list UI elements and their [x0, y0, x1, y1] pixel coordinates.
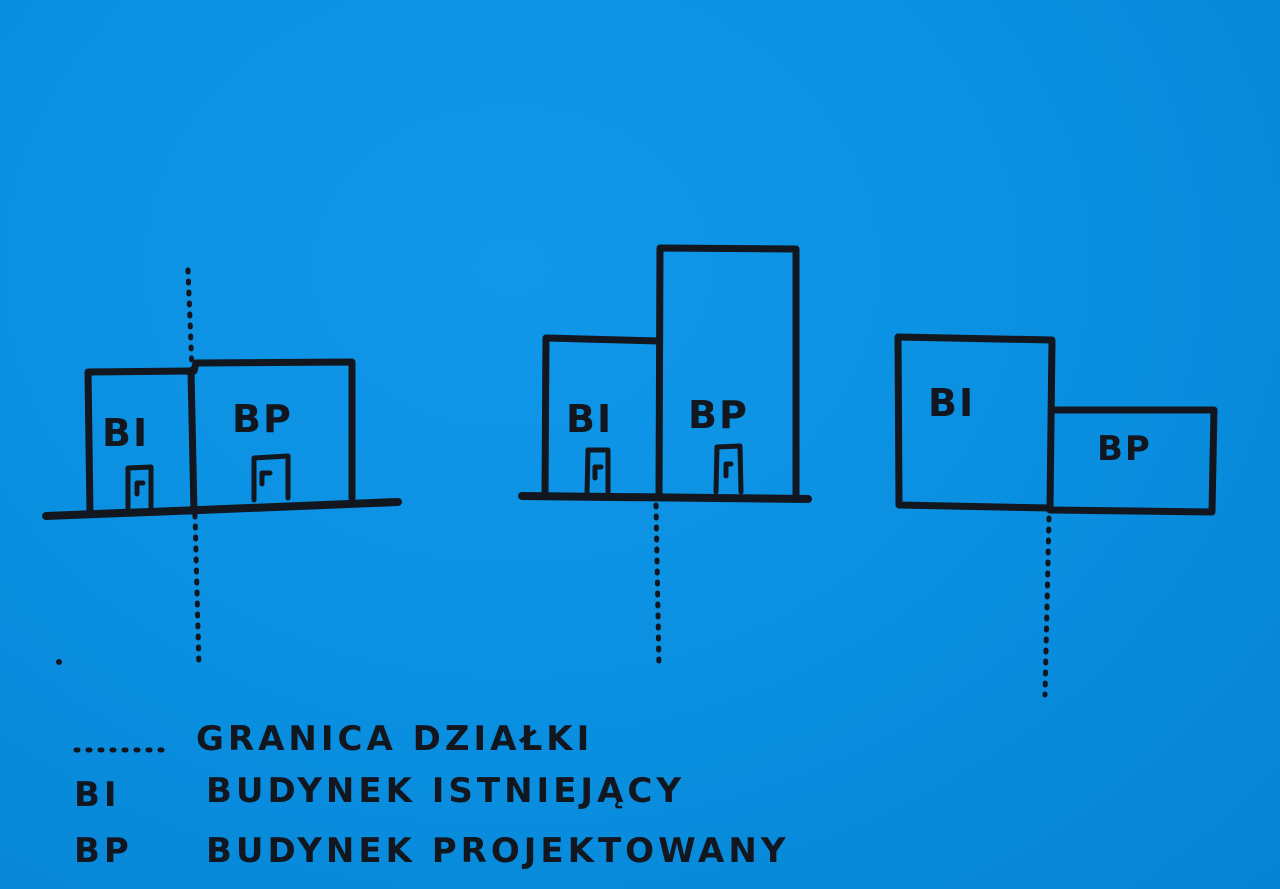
existing-building-label: BI: [102, 411, 149, 455]
legend: GRANICA DZIAŁKI BI BUDYNEK ISTNIEJĄCY BP…: [73, 719, 789, 871]
door-icon: [713, 443, 744, 495]
ground-line: [42, 506, 204, 520]
projected-building-label: BP: [1097, 429, 1152, 469]
door-handle-icon: [134, 480, 146, 497]
existing-building-outline: [84, 367, 198, 518]
door-handle-icon: [259, 470, 273, 487]
existing-building-outline: [541, 334, 663, 498]
ground-line: [196, 498, 402, 514]
existing-building-label: BI: [566, 397, 613, 441]
legend-item-2-symbol: BI: [74, 775, 121, 815]
scene-2: BI BP: [518, 244, 812, 671]
plot-boundary-line: [1042, 515, 1052, 698]
plot-boundary-line-upper: [185, 267, 195, 373]
door-icon: [125, 464, 154, 513]
existing-building-outline: [894, 333, 1056, 512]
existing-building-label: BI: [928, 381, 975, 425]
legend-item-3-description: BUDYNEK PROJEKTOWANY: [206, 831, 789, 871]
plot-boundary-line-lower: [192, 512, 202, 671]
door-handle-icon: [723, 461, 734, 479]
scene-1: BI BP: [42, 267, 402, 671]
projected-building-label: BP: [232, 397, 293, 441]
legend-item-3-symbol: BP: [74, 831, 133, 871]
door-icon: [584, 447, 611, 497]
projected-building-outline: [655, 244, 800, 502]
ground-line: [518, 492, 812, 503]
scene-3: BI BP: [894, 333, 1218, 698]
projected-building-label: BP: [688, 393, 749, 437]
projected-building-outline: [190, 358, 356, 502]
plot-boundary-line: [653, 502, 662, 671]
projected-building-outline: [1046, 406, 1218, 516]
door-handle-icon: [592, 464, 604, 481]
legend-item-2-description: BUDYNEK ISTNIEJĄCY: [206, 771, 685, 811]
ink-dot: [56, 659, 62, 665]
legend-item-1-description: GRANICA DZIAŁKI: [196, 719, 593, 759]
door-icon: [251, 453, 291, 503]
